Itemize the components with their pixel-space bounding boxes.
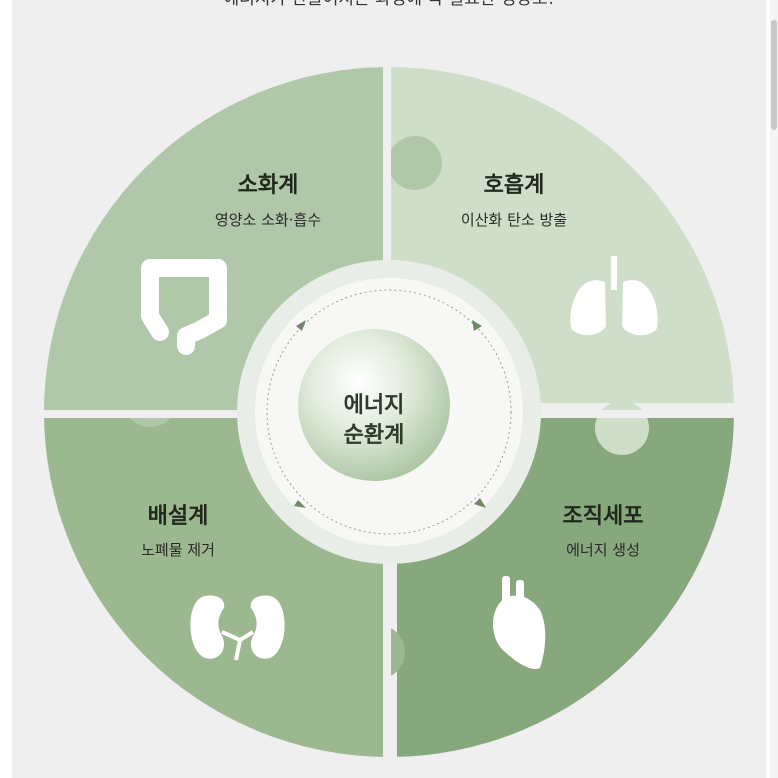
center-orb — [298, 329, 450, 481]
cycle-arrow-bottom-left — [294, 500, 306, 508]
segment-excretory-desc: 노폐물 제거 — [141, 541, 215, 559]
segment-tissue-desc: 에너지 생성 — [566, 541, 640, 559]
center-label-line2: 순환계 — [344, 423, 405, 448]
segment-digestive-desc: 영양소 소화·흡수 — [215, 211, 321, 229]
puzzle-tab-bottom — [351, 625, 405, 679]
segment-excretory-title: 배설계 — [148, 504, 209, 529]
puzzle-tab-top — [388, 136, 442, 190]
segment-digestive-title: 소화계 — [238, 173, 299, 198]
segment-respiratory-title: 호흡계 — [484, 173, 545, 198]
intestine-icon — [141, 259, 227, 355]
puzzle-tab-left — [123, 373, 177, 427]
cycle-arrow-top-right — [472, 320, 482, 331]
segment-respiratory-desc: 이산화 탄소 방출 — [461, 211, 567, 229]
cycle-arrow-top-left — [296, 320, 306, 331]
center-dotted-cycle — [266, 289, 512, 535]
kidneys-icon — [190, 595, 285, 661]
lungs-icon — [570, 256, 658, 336]
scrollbar-thumb[interactable] — [771, 20, 777, 130]
puzzle-tab-right — [595, 401, 649, 455]
scrollbar-track[interactable] — [770, 0, 778, 778]
cycle-arrow-bottom-right — [474, 498, 486, 508]
center-label-line1: 에너지 — [344, 393, 405, 418]
segment-tissue-title: 조직세포 — [563, 504, 644, 529]
diagram-caption: 에너지가 만들어지는 과정에 꼭 필요한 영양소! — [224, 0, 555, 9]
heart-icon — [492, 576, 546, 670]
